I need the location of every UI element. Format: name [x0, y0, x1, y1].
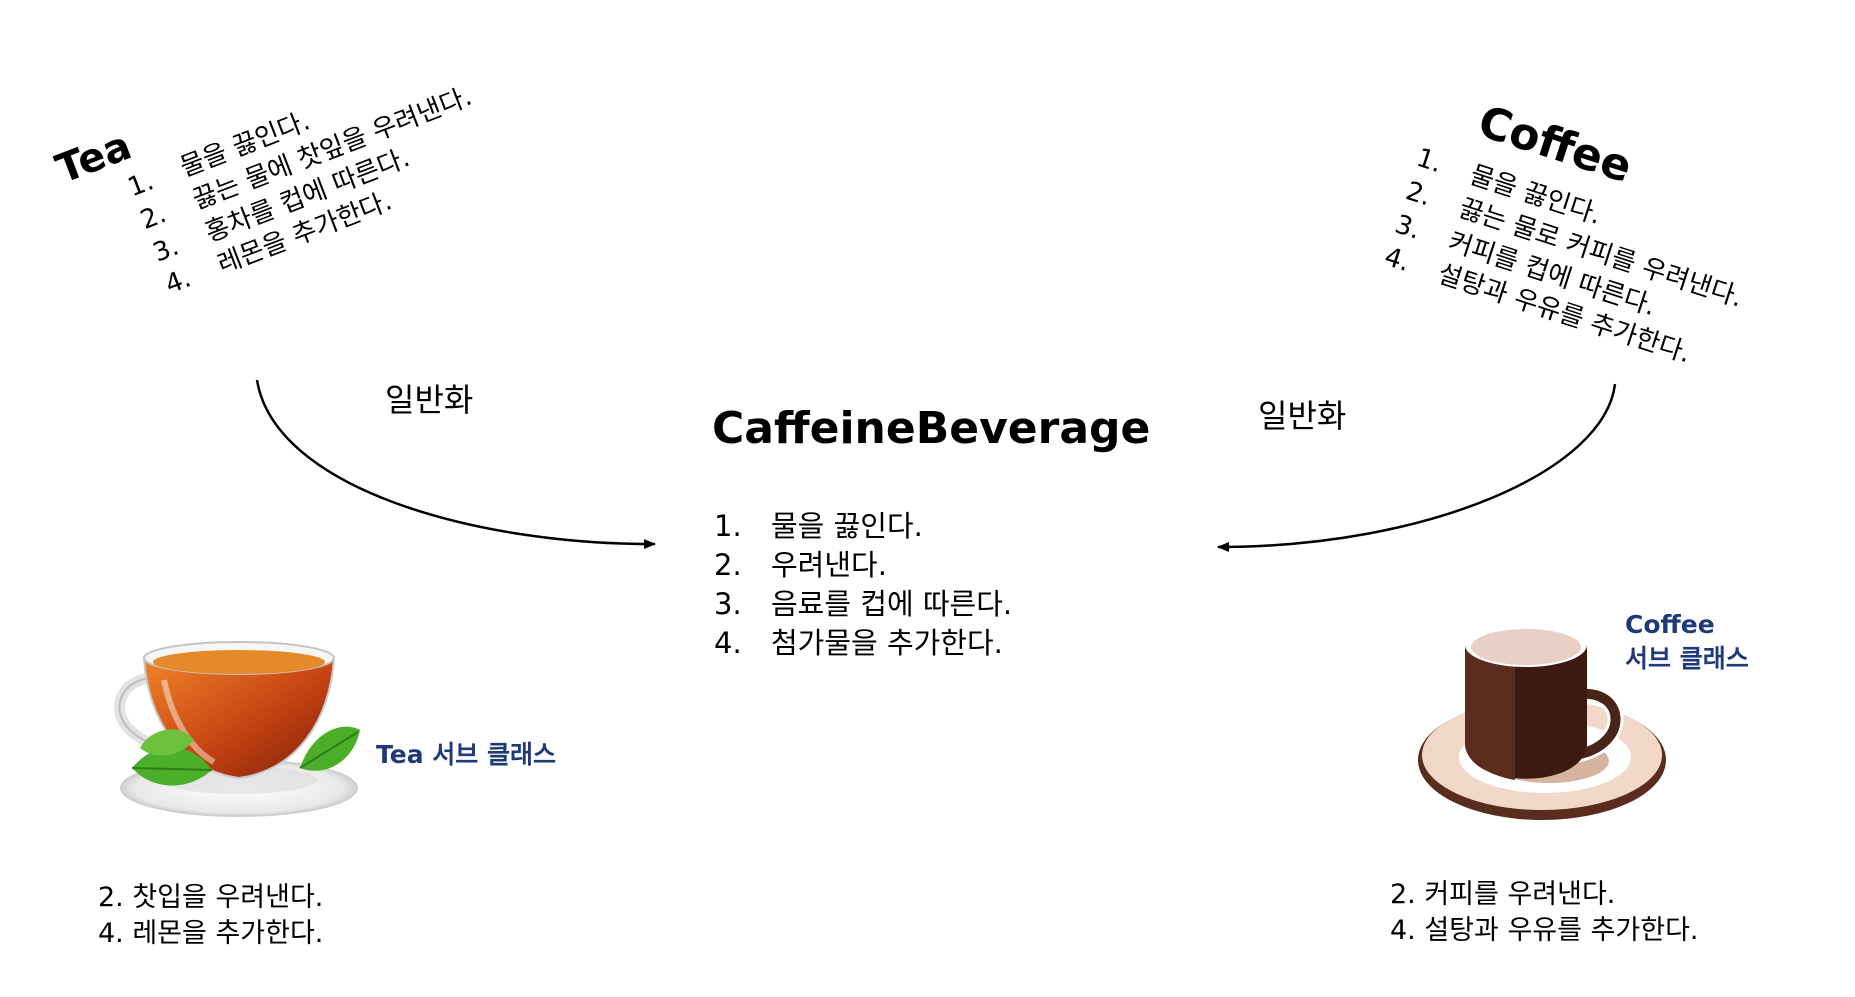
list-item: 3.음료를 컵에 따른다. [714, 587, 1013, 621]
list-item: 4.첨가물을 추가한다. [714, 626, 1003, 660]
list-item: 4. 레몬을 추가한다. [98, 918, 324, 949]
tea-cup-icon [114, 641, 360, 817]
coffee-subclass-label: Coffee 서브 클래스 [1625, 608, 1749, 676]
left-generalization-label: 일반화 [385, 381, 474, 419]
list-item: 2. 커피를 우려낸다. [1390, 879, 1616, 910]
left-generalization-arrow [255, 379, 656, 550]
tea-subclass-label: Tea 서브 클래스 [376, 740, 556, 769]
list-item: 4. 설탕과 우유를 추가한다. [1390, 915, 1699, 946]
coffee-subclass-label-line2: 서브 클래스 [1625, 644, 1749, 673]
right-generalization-label: 일반화 [1258, 397, 1347, 435]
list-item: 2. 찻입을 우려낸다. [98, 882, 324, 913]
list-item: 1.물을 끓인다. [714, 509, 923, 543]
coffee-subclass-label-line1: Coffee [1625, 610, 1715, 639]
coffee-overridden-steps: 2. 커피를 우려낸다. 4. 설탕과 우유를 추가한다. [1390, 877, 1699, 949]
caffeine-beverage-steps-list: 1.물을 끓인다. 2.우려낸다. 3.음료를 컵에 따른다. 4.첨가물을 추… [714, 507, 1012, 663]
tea-overridden-steps: 2. 찻입을 우려낸다. 4. 레몬을 추가한다. [98, 880, 323, 952]
caffeine-beverage-title: CaffeineBeverage [712, 403, 1151, 454]
coffee-cup-icon [1418, 623, 1666, 820]
list-item: 2.우려낸다. [714, 548, 887, 582]
right-generalization-arrow [1217, 383, 1617, 552]
